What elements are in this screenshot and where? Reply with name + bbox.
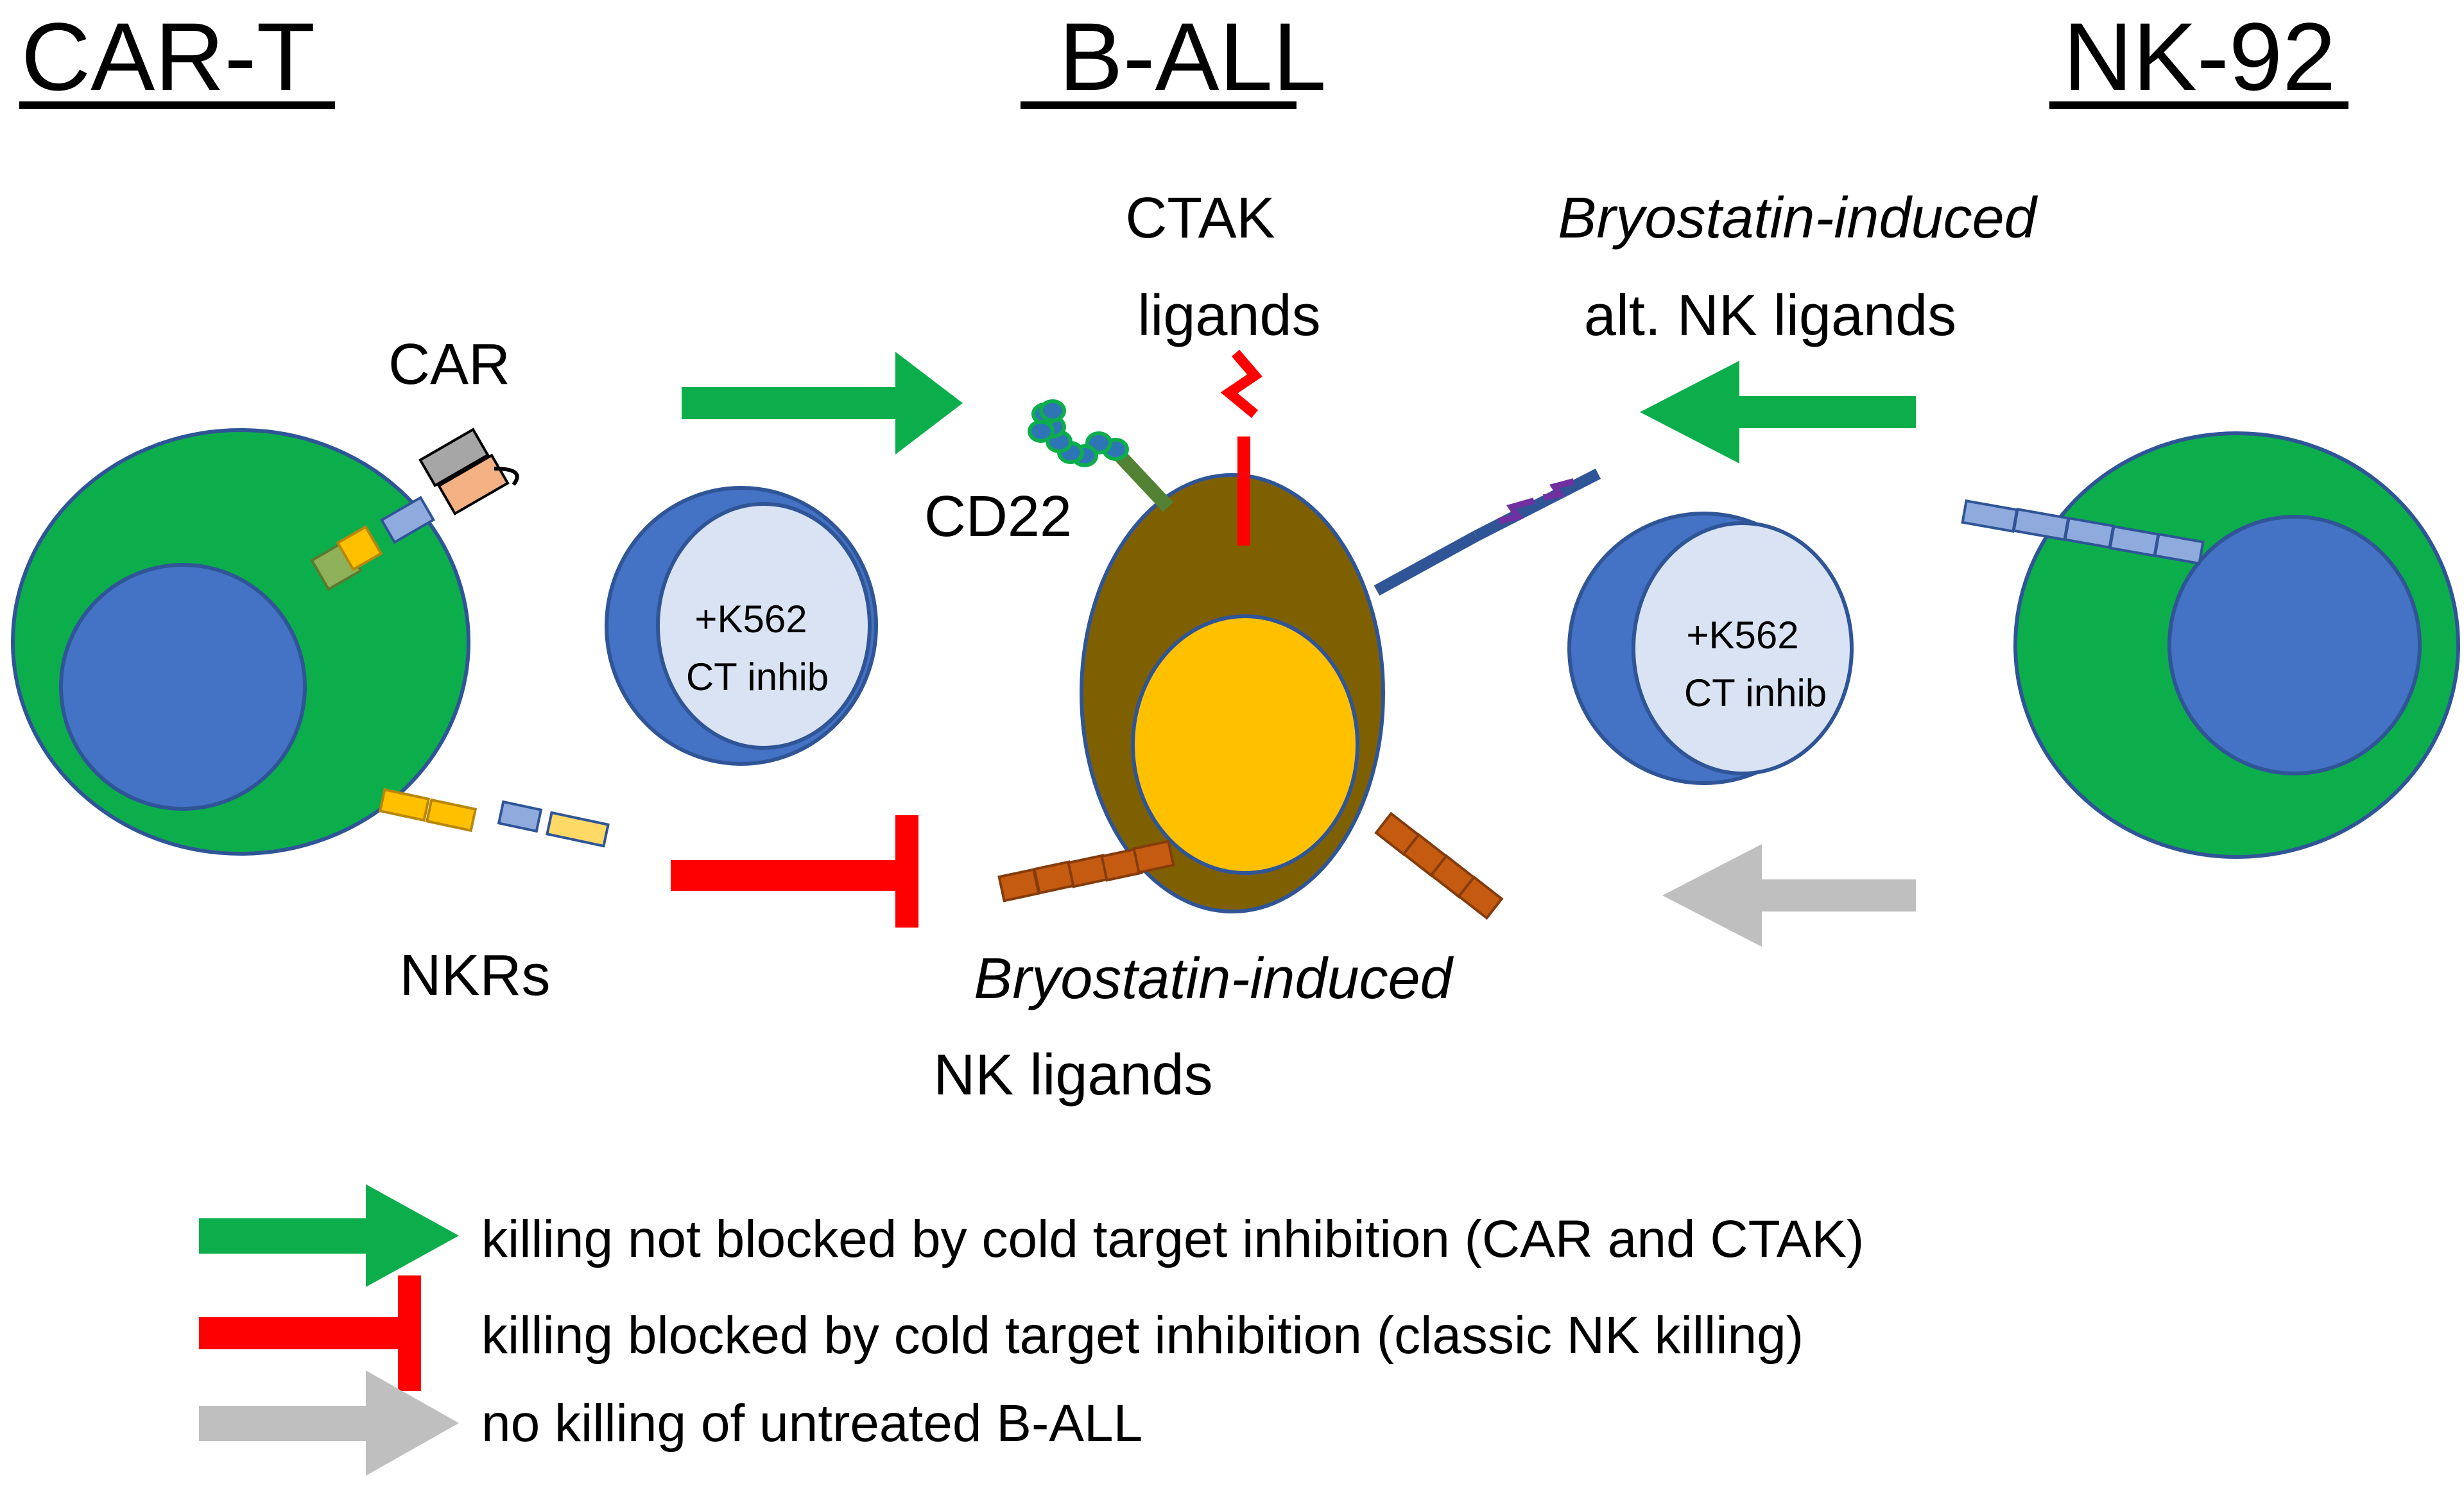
label-nkrs: NKRs	[399, 944, 550, 1008]
legend-item-red: killing blocked by cold target inhibitio…	[199, 1275, 1804, 1391]
label-bryo-alt-line1: Bryostatin-induced	[1558, 186, 2038, 250]
nk-ligands	[997, 811, 1504, 920]
k562-right-line1: +K562	[1686, 614, 1798, 657]
arrow-car-t-to-ball	[682, 352, 963, 454]
label-car: CAR	[388, 333, 510, 397]
legend-gray-arrow-head	[366, 1370, 459, 1476]
label-bryo-alt-line2: alt. NK ligands	[1584, 284, 1956, 348]
legend: killing not blocked by cold target inhib…	[199, 1184, 1864, 1476]
car-signal-domain	[336, 524, 383, 572]
car-t-cell	[11, 428, 470, 856]
legend-gray-arrow-shaft	[199, 1406, 385, 1441]
alt-nk-ligand-zigzag-2	[1543, 478, 1575, 501]
nk-ligand-right	[1374, 811, 1504, 920]
ctak-lightning-icon	[1220, 349, 1262, 419]
legend-red-stop	[398, 1275, 421, 1391]
k562-left-line2: CT inhib	[686, 655, 829, 698]
b-all-nucleus	[1131, 614, 1359, 875]
arrow-nk92-gray	[1662, 844, 1916, 947]
car-hinge	[379, 496, 436, 544]
alt-nk-ligand	[1374, 468, 1601, 596]
nkr-segment-4	[546, 811, 610, 848]
alt-nk-ligand-zigzag-1	[1497, 497, 1535, 524]
label-bryo-nk-line2: NK ligands	[933, 1043, 1212, 1107]
header-b-all: B-ALL	[1021, 3, 1326, 110]
label-ctak-line2: ligands	[1137, 284, 1320, 348]
car-receptor	[310, 428, 519, 591]
alt-nk-ligand-extension	[1473, 468, 1601, 542]
alt-nk-ligand-stalk	[1374, 531, 1479, 596]
header-car-t-text: CAR-T	[21, 3, 315, 110]
header-nk92-text: NK-92	[2063, 3, 2336, 110]
car-scfv-heavy	[418, 428, 490, 488]
legend-item-green: killing not blocked by cold target inhib…	[199, 1184, 1864, 1287]
legend-green-arrow-shaft	[199, 1218, 385, 1254]
label-cd22: CD22	[924, 485, 1072, 549]
b-all-cell	[1080, 473, 1385, 913]
nk92-nucleus	[2167, 515, 2422, 775]
k562-left-cell: +K562 CT inhib	[605, 486, 878, 766]
k562-left-inner	[656, 502, 872, 750]
header-b-all-text: B-ALL	[1059, 3, 1327, 110]
label-bryo-nk-line1: Bryostatin-induced	[974, 947, 1454, 1011]
cd22-ig-domains	[1028, 399, 1129, 467]
header-b-all-underline	[1021, 101, 1297, 109]
inhibit-car-t-to-ball	[671, 815, 918, 928]
legend-green-arrow-head	[366, 1184, 459, 1287]
nkr-segment-3	[497, 800, 543, 833]
header-car-t: CAR-T	[19, 3, 335, 110]
nk-ligand-left	[997, 840, 1175, 903]
legend-red-text: killing blocked by cold target inhibitio…	[481, 1306, 1804, 1365]
k562-left-line1: +K562	[694, 598, 807, 641]
k562-right-inner	[1632, 521, 1854, 775]
legend-item-gray: no killing of untreated B-ALL	[199, 1370, 1142, 1476]
k562-right-line2: CT inhib	[1684, 671, 1827, 714]
header-nk92-underline	[2049, 101, 2348, 109]
arrow-nk92-to-ball	[1640, 361, 1916, 463]
nkr-receptor	[378, 788, 610, 848]
label-ctak-line1: CTAK	[1125, 186, 1275, 250]
ctak-ligand	[1220, 349, 1262, 546]
nkr-segment-1	[378, 788, 431, 822]
k562-right-cell: +K562 CT inhib	[1567, 512, 1854, 785]
header-car-t-underline	[19, 101, 335, 109]
car-t-nucleus	[59, 563, 307, 811]
legend-green-text: killing not blocked by cold target inhib…	[481, 1210, 1864, 1268]
nk92-cell	[2013, 431, 2460, 859]
nkr-segment-2	[425, 798, 478, 833]
cd22-stalk	[1114, 451, 1174, 512]
legend-red-bar	[199, 1317, 404, 1349]
nk92-receptor	[1961, 499, 2205, 566]
cd22-receptor	[1028, 399, 1174, 512]
legend-gray-text: no killing of untreated B-ALL	[481, 1394, 1142, 1453]
car-linker	[494, 467, 519, 486]
header-nk92: NK-92	[2049, 3, 2348, 110]
